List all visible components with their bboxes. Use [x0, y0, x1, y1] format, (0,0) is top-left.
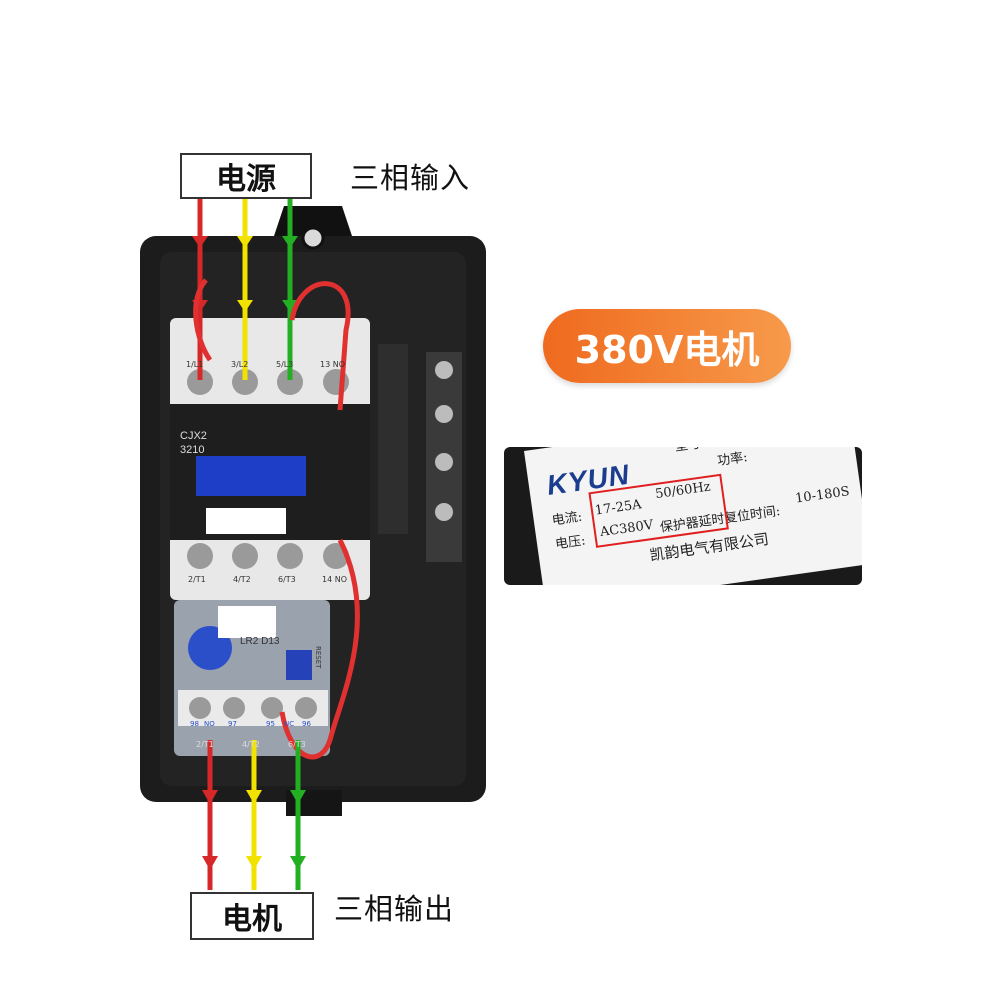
aux-label: 95 — [266, 720, 275, 728]
arrow-phase-1 — [202, 790, 218, 804]
mounting-tab — [274, 206, 352, 236]
control-wire-loop — [193, 278, 213, 362]
terminal-screw — [187, 543, 213, 569]
arrow-phase-2 — [246, 790, 262, 804]
terminal-screw — [435, 503, 453, 521]
terminal-label: 2/T1 — [196, 740, 214, 749]
terminal-label: 4/T2 — [242, 740, 260, 749]
nameplate-closeup: KYUN 型号 功率: 电流: 17-25A 50/60Hz 电压: AC380… — [504, 447, 862, 585]
terminal-label: 1/L1 — [186, 360, 204, 369]
terminal-screw — [295, 697, 317, 719]
terminal-screw — [223, 697, 245, 719]
current-prefix: 电流: — [551, 509, 584, 529]
terminal-label: 6/T3 — [288, 740, 306, 749]
arrow-phase-3 — [282, 236, 298, 248]
aux-label: 97 — [228, 720, 237, 728]
terminal-label: 6/T3 — [278, 575, 296, 584]
contactor-rating: 3210 — [180, 444, 205, 456]
terminal-screw — [232, 369, 258, 395]
three-phase-output-label: 三相输出 — [334, 892, 455, 926]
terminal-screw — [435, 453, 453, 471]
terminal-screw — [435, 361, 453, 379]
voltage-prefix: 电压: — [554, 533, 587, 553]
three-phase-input-label: 三相输入 — [350, 161, 471, 195]
aux-label: 96 — [302, 720, 311, 728]
aux-label: NO — [204, 720, 215, 728]
relay-reset-button — [286, 650, 312, 680]
power-source-label: 电源 — [180, 153, 312, 199]
aux-number: 98 — [190, 720, 199, 728]
contactor-blue-actuator — [196, 456, 306, 496]
terminal-screw — [261, 697, 283, 719]
rail — [378, 344, 408, 534]
aux-label: NC — [284, 720, 295, 728]
arrow-phase-2 — [237, 236, 253, 248]
power-prefix: 功率: — [716, 450, 749, 470]
motor-label: 电机 — [190, 892, 314, 940]
terminal-label: 5/L3 — [276, 360, 294, 369]
arrow-phase-3 — [282, 300, 298, 312]
arrow-phase-3 — [290, 856, 306, 870]
arrow-phase-2 — [237, 300, 253, 312]
terminal-screw — [189, 697, 211, 719]
terminal-label: 3/L2 — [231, 360, 249, 369]
contactor-model: CJX2 — [180, 430, 207, 442]
terminal-label: 14 NO — [322, 575, 348, 584]
contactor-label-window — [206, 508, 286, 534]
relay-label-window — [218, 606, 276, 638]
control-wire-loop — [289, 281, 351, 411]
relay-reset-label: RESET — [314, 646, 322, 669]
delay-value: 10-180S — [794, 484, 851, 507]
relay-model: LR2 D13 — [240, 636, 280, 647]
terminal-label: 4/T2 — [233, 575, 251, 584]
arrow-phase-1 — [192, 236, 208, 248]
terminal-screw — [187, 369, 213, 395]
mounting-hole — [301, 226, 325, 250]
voltage-badge: 380V电机 — [543, 309, 791, 383]
terminal-screw — [277, 369, 303, 395]
arrow-phase-2 — [246, 856, 262, 870]
type-prefix: 型号 — [673, 447, 702, 455]
terminal-screw — [232, 543, 258, 569]
terminal-screw — [435, 405, 453, 423]
terminal-label: 2/T1 — [188, 575, 206, 584]
terminal-screw — [277, 543, 303, 569]
terminal-label: 13 NO — [320, 360, 346, 369]
nameplate-label: KYUN 型号 功率: 电流: 17-25A 50/60Hz 电压: AC380… — [524, 447, 862, 585]
arrow-phase-3 — [290, 790, 306, 804]
arrow-phase-1 — [202, 856, 218, 870]
